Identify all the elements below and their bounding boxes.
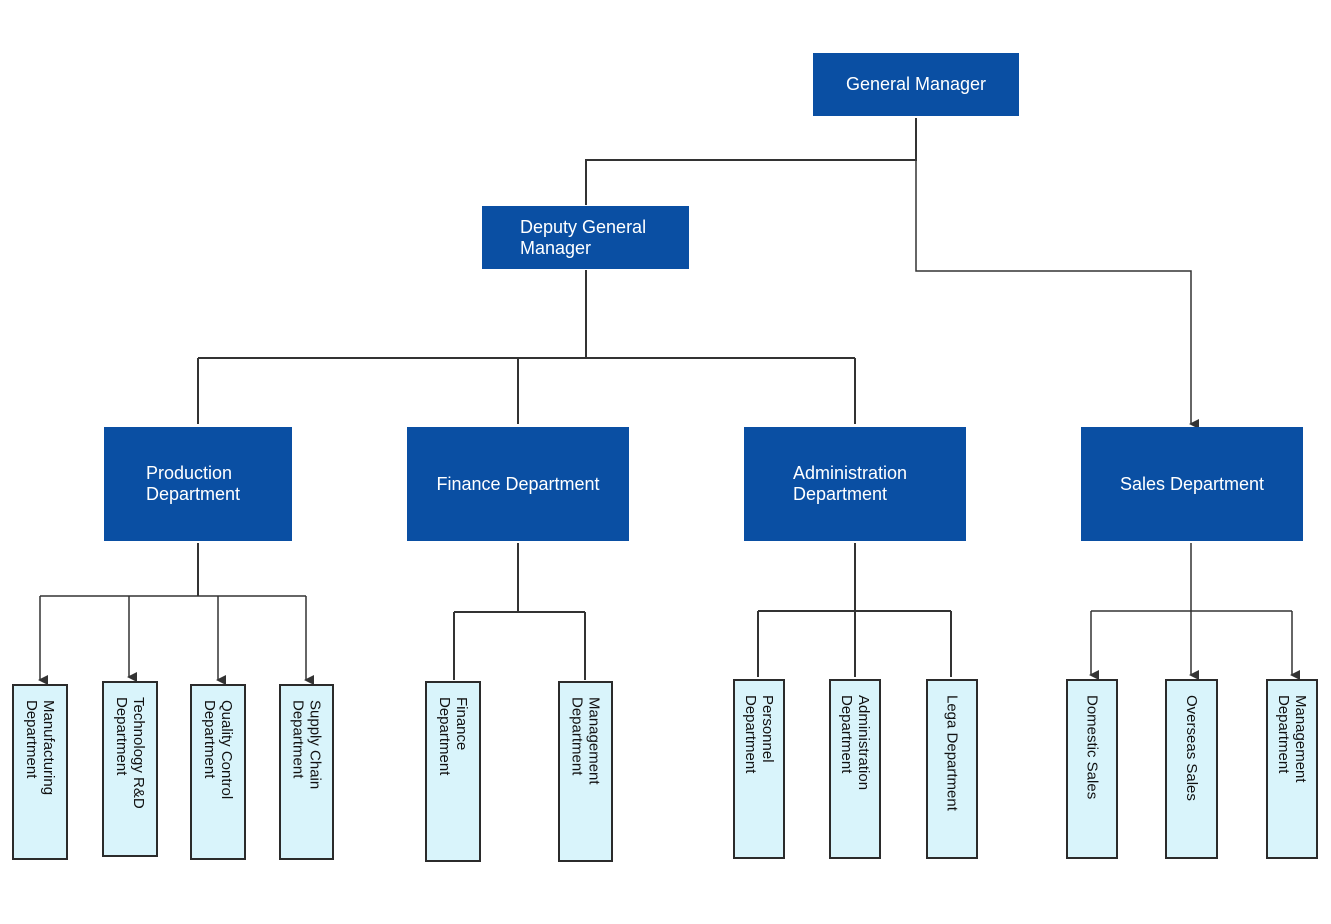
production-department-node: Production Department bbox=[104, 427, 292, 541]
deputy-general-manager-node: Deputy General Manager bbox=[482, 206, 689, 269]
overseas-sales-node: Overseas Sales bbox=[1165, 679, 1218, 859]
connector-gm-deputy bbox=[585, 118, 917, 205]
personnel-department-node: Personnel Department bbox=[733, 679, 785, 859]
deputy-general-manager-label: Deputy General Manager bbox=[520, 216, 647, 258]
personnel-department-label: Personnel Department bbox=[742, 695, 776, 774]
supply-chain-department-node: Supply Chain Department bbox=[279, 684, 334, 860]
production-department-label: Production Department bbox=[146, 463, 241, 504]
manufacturing-department-node: Manufacturing Department bbox=[12, 684, 68, 860]
general-manager-label: General Manager bbox=[845, 74, 987, 94]
legal-department-node: Lega Department bbox=[926, 679, 978, 859]
overseas-sales-label: Overseas Sales bbox=[1183, 695, 1200, 801]
domestic-sales-node: Domestic Sales bbox=[1066, 679, 1118, 859]
administration-department-node: Administration Department bbox=[744, 427, 966, 541]
sales-department-label: Sales Department bbox=[1119, 473, 1265, 494]
administration-department-label: Administration Department bbox=[793, 463, 908, 504]
quality-control-department-label: Quality Control Department bbox=[201, 700, 235, 800]
finance-department-node: Finance Department bbox=[407, 427, 629, 541]
finance-sub-department-label: Finance Department bbox=[436, 697, 470, 776]
finance-management-department-label: Management Department bbox=[568, 697, 603, 785]
legal-department-label: Lega Department bbox=[943, 695, 961, 811]
administration-sub-department-label: Administration Department bbox=[838, 695, 872, 791]
domestic-sales-label: Domestic Sales bbox=[1083, 695, 1101, 800]
sales-management-department-node: Management Department bbox=[1266, 679, 1318, 859]
supply-chain-department-label: Supply Chain Department bbox=[289, 700, 324, 790]
administration-sub-department-node: Administration Department bbox=[829, 679, 881, 859]
quality-control-department-node: Quality Control Department bbox=[190, 684, 246, 860]
connector-gm-sales bbox=[915, 160, 1199, 429]
technology-rd-department-node: Technology R&D Department bbox=[102, 681, 158, 857]
technology-rd-department-label: Technology R&D Department bbox=[113, 697, 147, 809]
finance-management-department-node: Management Department bbox=[558, 681, 613, 862]
sales-management-department-label: Management Department bbox=[1275, 695, 1309, 783]
sales-department-node: Sales Department bbox=[1081, 427, 1303, 541]
manufacturing-department-label: Manufacturing Department bbox=[23, 700, 57, 796]
finance-department-label: Finance Department bbox=[436, 473, 600, 494]
general-manager-node: General Manager bbox=[813, 53, 1019, 116]
finance-sub-department-node: Finance Department bbox=[425, 681, 481, 862]
